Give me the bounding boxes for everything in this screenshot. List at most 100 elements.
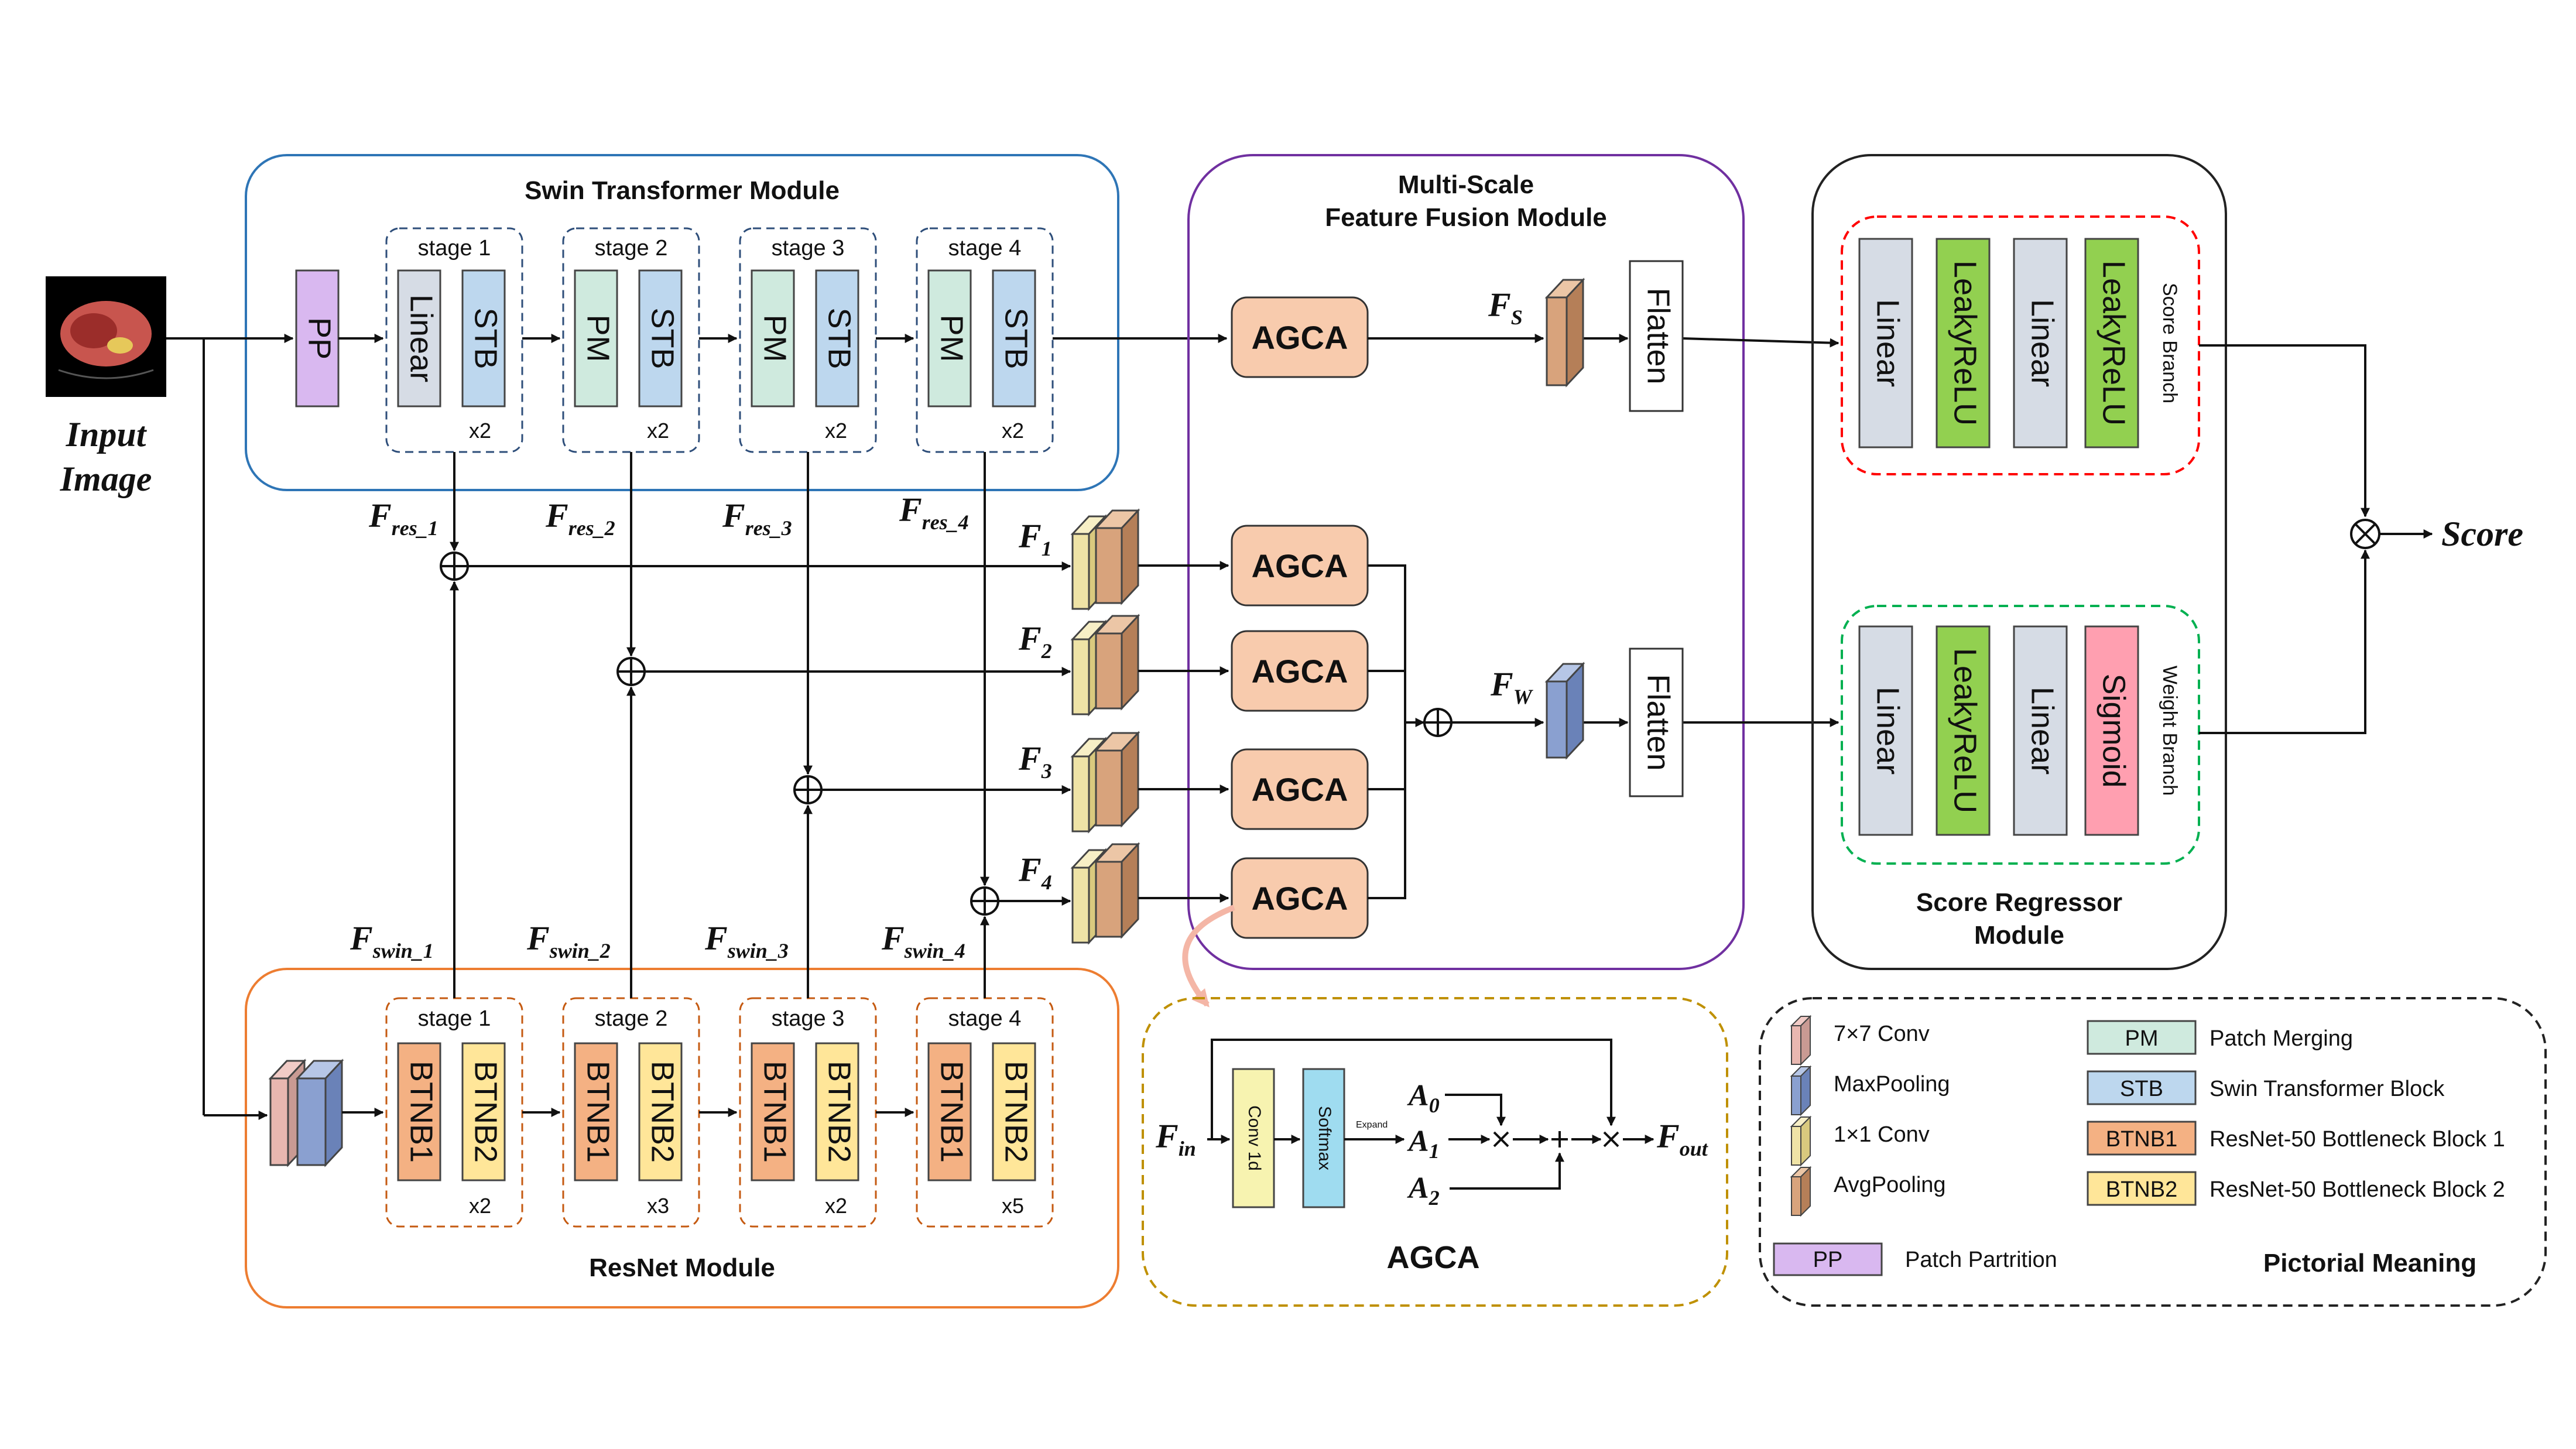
svg-text:x2: x2	[469, 419, 491, 443]
regressor-title-line1: Score Regressor	[1916, 888, 2122, 917]
svg-text:Linear: Linear	[1871, 299, 1906, 387]
svg-text:BTNB1: BTNB1	[581, 1061, 616, 1163]
svg-text:stage 1: stage 1	[418, 236, 491, 261]
weight-branch: Linear LeakyReLU Linear Sigmoid Weight B…	[1841, 605, 2200, 865]
svg-text:Patch Merging: Patch Merging	[2210, 1026, 2353, 1051]
oplus-res3	[793, 775, 823, 804]
feature-stack-f1	[1070, 508, 1140, 611]
score-branch: Linear LeakyReLU Linear LeakyReLU Score …	[1841, 215, 2200, 475]
flatten-block-w: Flatten	[1629, 648, 1684, 797]
svg-text:Linear: Linear	[2025, 687, 2060, 775]
svg-text:PP: PP	[1813, 1248, 1843, 1272]
agca-block-4: AGCA	[1231, 857, 1369, 939]
softmax-block: Softmax	[1302, 1068, 1345, 1208]
oplus-fusion	[1423, 708, 1453, 737]
legend-avgpool: AvgPooling	[1790, 1166, 1946, 1217]
svg-text:Flatten: Flatten	[1641, 674, 1676, 770]
agca-detail-connectors	[1207, 1039, 1654, 1190]
agca-detail-box	[1142, 997, 1728, 1307]
a0-label: A0	[1407, 1079, 1440, 1117]
fres-3-label: Fres_3	[722, 496, 792, 540]
svg-text:STB: STB	[2120, 1077, 2163, 1101]
svg-text:PM: PM	[581, 315, 616, 362]
resnet-stage-2: stage 2 BTNB1 BTNB2 x3	[562, 997, 700, 1228]
svg-text:BTNB2: BTNB2	[999, 1061, 1034, 1163]
resnet-stage-4: stage 4 BTNB1 BTNB2 x5	[916, 997, 1054, 1228]
feature-stack-f3	[1070, 731, 1140, 834]
agca-block-1: AGCA	[1231, 525, 1369, 607]
legend-pm: PM Patch Merging	[2087, 1020, 2353, 1055]
svg-text:PM: PM	[934, 315, 970, 362]
regressor-title-line2: Module	[1974, 921, 2064, 950]
oplus-res1	[440, 551, 469, 581]
svg-text:AGCA: AGCA	[1252, 547, 1348, 584]
fres-2-label: Fres_2	[545, 496, 615, 540]
svg-text:LeakyReLU: LeakyReLU	[2097, 261, 2132, 426]
svg-text:AGCA: AGCA	[1252, 319, 1348, 356]
svg-text:stage 4: stage 4	[948, 1006, 1022, 1031]
svg-text:AGCA: AGCA	[1252, 653, 1348, 690]
svg-text:x3: x3	[647, 1194, 669, 1218]
svg-text:PP: PP	[302, 317, 337, 359]
agca-block-3: AGCA	[1231, 748, 1369, 830]
svg-text:Linear: Linear	[2025, 299, 2060, 387]
svg-text:7×7 Conv: 7×7 Conv	[1834, 1022, 1930, 1046]
svg-text:BTNB2: BTNB2	[468, 1061, 503, 1163]
svg-text:x2: x2	[825, 1194, 847, 1218]
agca-block-2: AGCA	[1231, 630, 1369, 712]
times-op-2	[1603, 1131, 1619, 1147]
fswin-4-label: Fswin_4	[881, 919, 965, 962]
f3-label: F3	[1018, 739, 1052, 783]
svg-text:LeakyReLU: LeakyReLU	[1948, 261, 1983, 426]
svg-text:Patch Partrition: Patch Partrition	[1905, 1248, 2057, 1272]
svg-text:1×1 Conv: 1×1 Conv	[1834, 1122, 1930, 1147]
svg-text:stage 1: stage 1	[418, 1006, 491, 1031]
svg-text:x2: x2	[647, 419, 669, 443]
fs-feature	[1544, 278, 1585, 388]
svg-text:BTNB2: BTNB2	[645, 1061, 680, 1163]
resnet-stem	[268, 1059, 344, 1167]
fres-1-label: Fres_1	[368, 496, 439, 540]
svg-text:x2: x2	[1002, 419, 1024, 443]
fswin-1-label: Fswin_1	[350, 919, 434, 962]
fw-label: FW	[1490, 665, 1534, 708]
svg-text:Sigmoid: Sigmoid	[2097, 673, 2132, 787]
svg-text:stage 2: stage 2	[595, 236, 668, 261]
resnet-stage-1: stage 1 BTNB1 BTNB2 x2	[385, 997, 523, 1228]
svg-text:BTNB2: BTNB2	[822, 1061, 857, 1163]
swin-module-box	[245, 154, 1119, 491]
svg-text:Linear: Linear	[1871, 687, 1906, 775]
svg-text:Weight Branch: Weight Branch	[2159, 666, 2181, 796]
swin-stage-3: stage 3 PM STB x2	[739, 227, 877, 453]
svg-text:ResNet-50 Bottleneck Block 1: ResNet-50 Bottleneck Block 1	[2210, 1127, 2505, 1152]
swin-stage-1: stage 1 Linear STB x2	[385, 227, 523, 453]
legend-pp: PP Patch Partrition	[1773, 1242, 2057, 1276]
svg-text:STB: STB	[999, 307, 1034, 369]
svg-text:x5: x5	[1002, 1194, 1024, 1218]
svg-text:AGCA: AGCA	[1252, 880, 1348, 917]
svg-text:stage 3: stage 3	[772, 236, 845, 261]
expand-label: Expand	[1356, 1120, 1388, 1130]
legend-box	[1759, 997, 2547, 1307]
score-connectors	[2199, 344, 2433, 734]
svg-text:AvgPooling: AvgPooling	[1834, 1173, 1946, 1197]
svg-text:stage 2: stage 2	[595, 1006, 668, 1031]
legend-maxpool: MaxPooling	[1790, 1065, 1950, 1116]
pp-block: PP	[295, 269, 340, 407]
svg-text:BTNB1: BTNB1	[758, 1061, 793, 1163]
agca-detail-pointer	[1182, 905, 1235, 1008]
legend-conv1x1: 1×1 Conv	[1790, 1115, 1930, 1167]
a2-label: A2	[1407, 1171, 1440, 1210]
plus-op	[1551, 1131, 1568, 1147]
fusion-title-line2: Feature Fusion Module	[1325, 203, 1607, 232]
agca-fout-label: Fout	[1656, 1117, 1708, 1160]
f1-label: F1	[1018, 517, 1052, 560]
svg-text:BTNB2: BTNB2	[2106, 1177, 2177, 1202]
fswin-2-label: Fswin_2	[526, 919, 611, 962]
conv1d-block: Conv 1d	[1232, 1068, 1275, 1208]
svg-text:MaxPooling: MaxPooling	[1834, 1072, 1950, 1097]
svg-text:Softmax: Softmax	[1315, 1106, 1334, 1170]
fusion-connectors	[1138, 334, 1839, 903]
legend-title: Pictorial Meaning	[2263, 1249, 2476, 1277]
svg-text:stage 4: stage 4	[948, 236, 1022, 261]
